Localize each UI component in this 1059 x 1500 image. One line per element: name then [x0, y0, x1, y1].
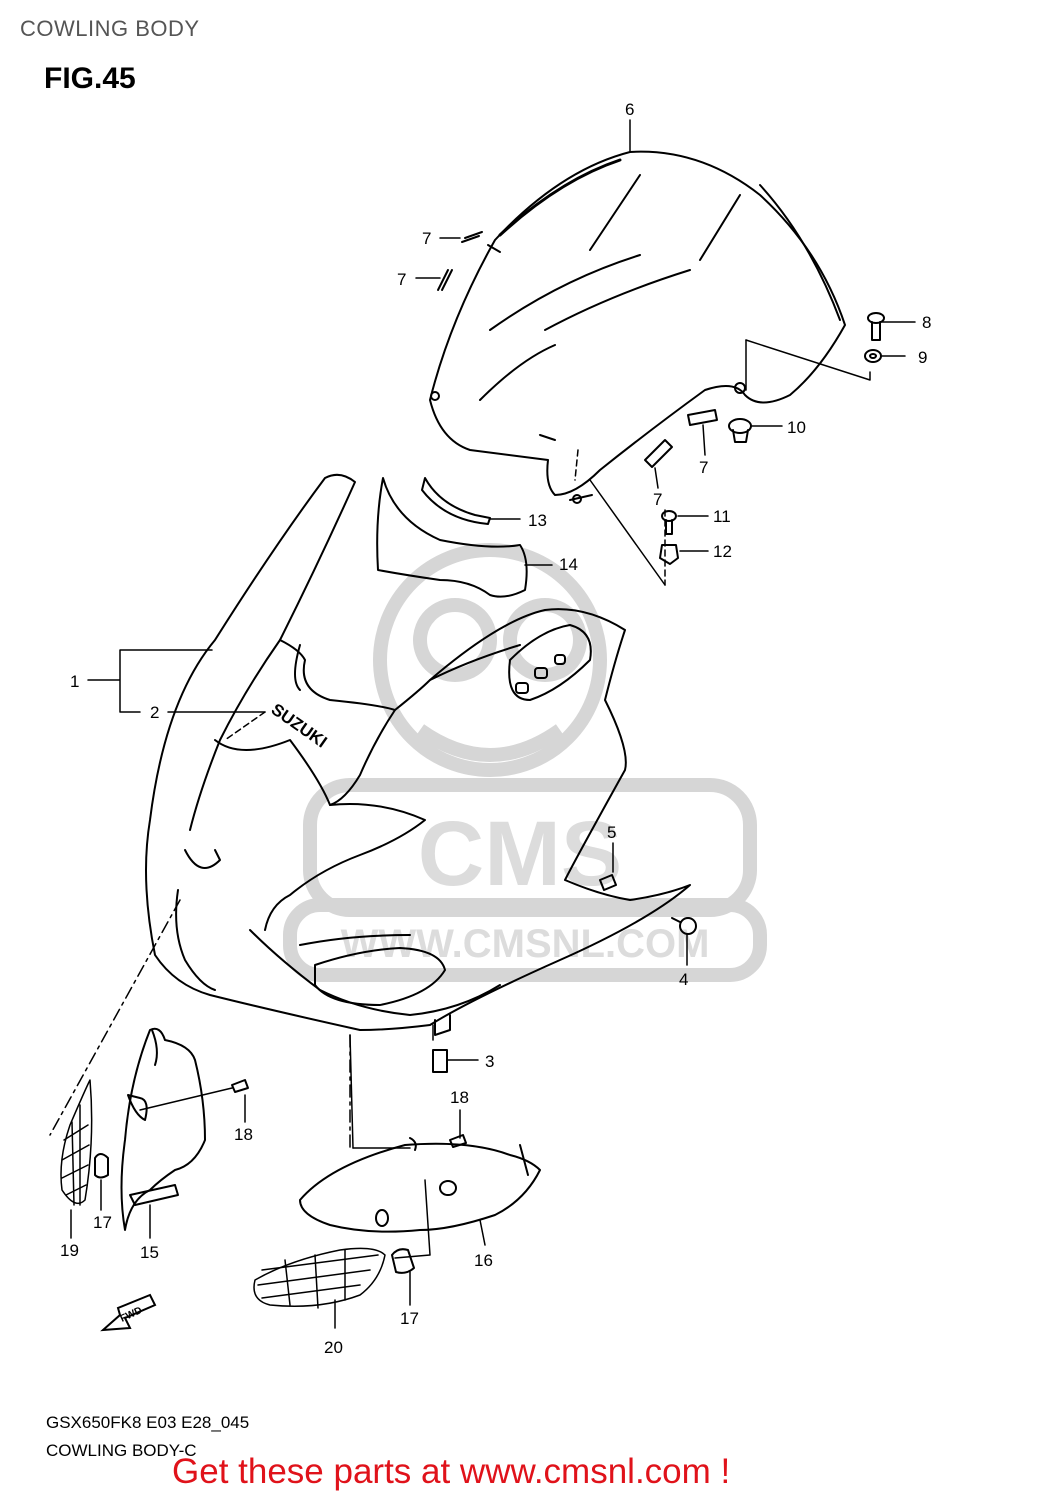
model-code: GSX650FK8 E03 E28_045 — [46, 1413, 250, 1432]
upper-cowling-part-1 — [145, 473, 691, 1036]
callout-20: 20 — [324, 1338, 343, 1357]
callout-18a: 18 — [234, 1125, 253, 1144]
callout-18b: 18 — [450, 1088, 469, 1107]
figure-label: FIG.45 — [44, 62, 136, 95]
screw-part-4 — [671, 917, 697, 935]
callout-11: 11 — [713, 507, 731, 526]
callout-7d: 7 — [653, 490, 662, 509]
callout-19: 19 — [60, 1241, 79, 1260]
callout-16: 16 — [474, 1251, 493, 1270]
callout-7a: 7 — [422, 229, 431, 248]
callout-12: 12 — [713, 542, 732, 561]
inner-panel-part-14 — [376, 477, 528, 598]
nut-part-10 — [728, 418, 752, 443]
screw-part-8 — [867, 312, 885, 341]
lower-duct-part-16 — [299, 1137, 541, 1233]
washer-part-9 — [864, 349, 882, 363]
diagram-subtitle: COWLING BODY-C — [46, 1441, 197, 1460]
callout-6: 6 — [625, 100, 634, 119]
nut-part-12 — [659, 544, 679, 565]
screw-part-18 — [231, 1079, 249, 1093]
callout-9: 9 — [918, 348, 927, 367]
callout-17b: 17 — [400, 1309, 419, 1328]
watermark-url-text: WWW.CMSNL.COM — [341, 922, 710, 966]
side-panel-part-15 — [120, 1027, 206, 1231]
mesh-part-20 — [253, 1247, 386, 1309]
callout-3: 3 — [485, 1052, 494, 1071]
callout-4: 4 — [679, 970, 688, 989]
callout-17a: 17 — [93, 1213, 112, 1232]
callout-7c: 7 — [699, 458, 708, 477]
mesh-part-19 — [60, 1079, 93, 1206]
shop-link[interactable]: Get these parts at www.cmsnl.com ! — [172, 1452, 731, 1491]
screw-part-11 — [661, 510, 677, 535]
callout-7b: 7 — [397, 270, 406, 289]
callout-10: 10 — [787, 418, 806, 437]
callout-5: 5 — [607, 823, 616, 842]
grommet-part-17 — [94, 1153, 109, 1179]
callout-2: 2 — [150, 703, 159, 722]
page-title: COWLING BODY — [20, 16, 200, 41]
cms-watermark — [283, 543, 767, 982]
fwd-arrow-icon: FWD — [100, 1293, 157, 1332]
grommet-part-17b — [391, 1248, 415, 1274]
trim-part-13 — [421, 477, 491, 525]
callout-8: 8 — [922, 313, 931, 332]
clip-part-3 — [432, 1049, 448, 1073]
callout-1: 1 — [70, 672, 79, 691]
callout-14: 14 — [559, 555, 578, 574]
callout-15: 15 — [140, 1243, 159, 1262]
screw-part-18b — [449, 1134, 467, 1148]
callout-labels: 1 2 3 4 5 6 7 7 7 7 8 9 10 11 12 13 14 1… — [60, 100, 931, 1357]
callout-13: 13 — [528, 511, 547, 530]
windscreen-part-6 — [429, 150, 846, 504]
